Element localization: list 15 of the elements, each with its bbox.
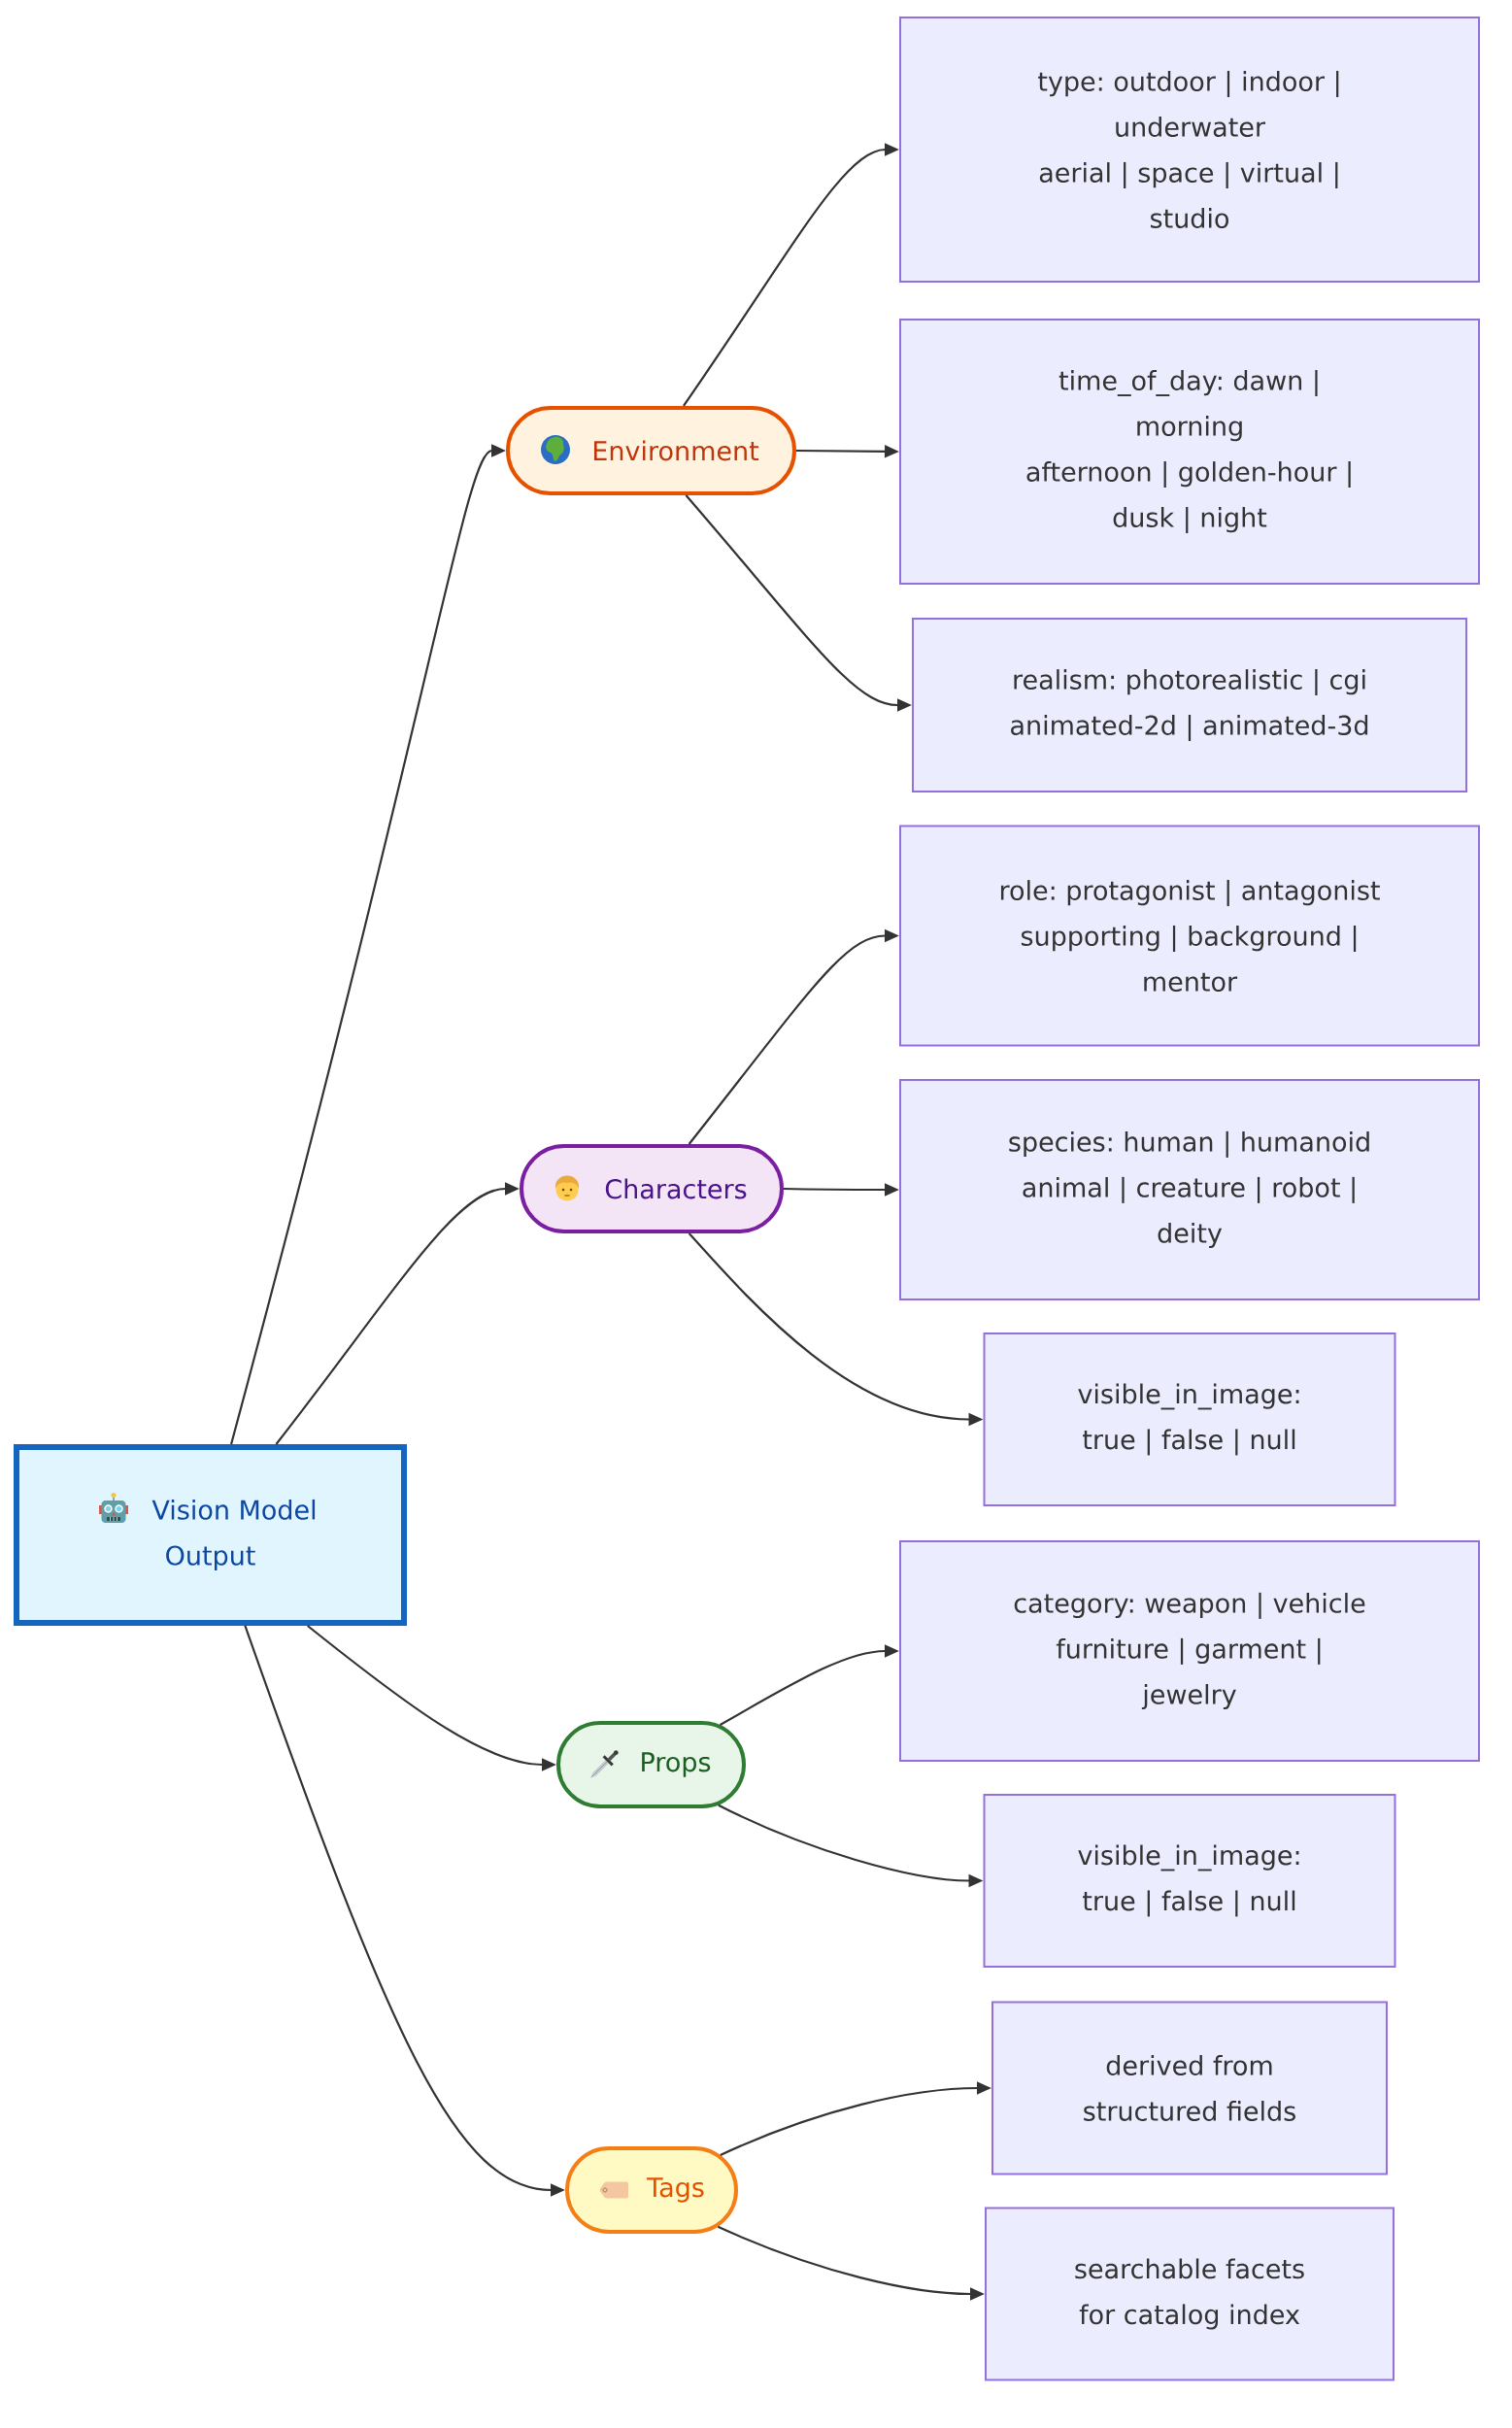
field-box: derived from structured fields [991, 2001, 1388, 2175]
field-box: realism: photorealistic | cgi animated-2d | animated-3d [912, 618, 1467, 792]
field-box: species: human | humanoid animal | creature | robot | deity [899, 1079, 1480, 1300]
branch-pill: Props [556, 1721, 746, 1808]
field-box: time_of_day: dawn | morning afternoon | golden-hour | dusk | night [899, 319, 1480, 585]
field-box: role: protagonist | antagonist supporting | background | mentor [899, 825, 1480, 1047]
field-box: searchable facets for catalog index [985, 2207, 1394, 2381]
branch-pill: Tags [565, 2146, 738, 2234]
field-box: type: outdoor | indoor | underwater aerial | space | virtual | studio [899, 17, 1480, 283]
field-box: visible_in_image: true | false | null [983, 1332, 1396, 1506]
field-box: category: weapon | vehicle furniture | garment | jewelry [899, 1540, 1480, 1762]
field-box: visible_in_image: true | false | null [983, 1794, 1396, 1968]
branch-pill: Characters [520, 1144, 784, 1233]
branch-pill: Environment [506, 406, 796, 495]
root-box: Vision Model Output [14, 1444, 407, 1626]
